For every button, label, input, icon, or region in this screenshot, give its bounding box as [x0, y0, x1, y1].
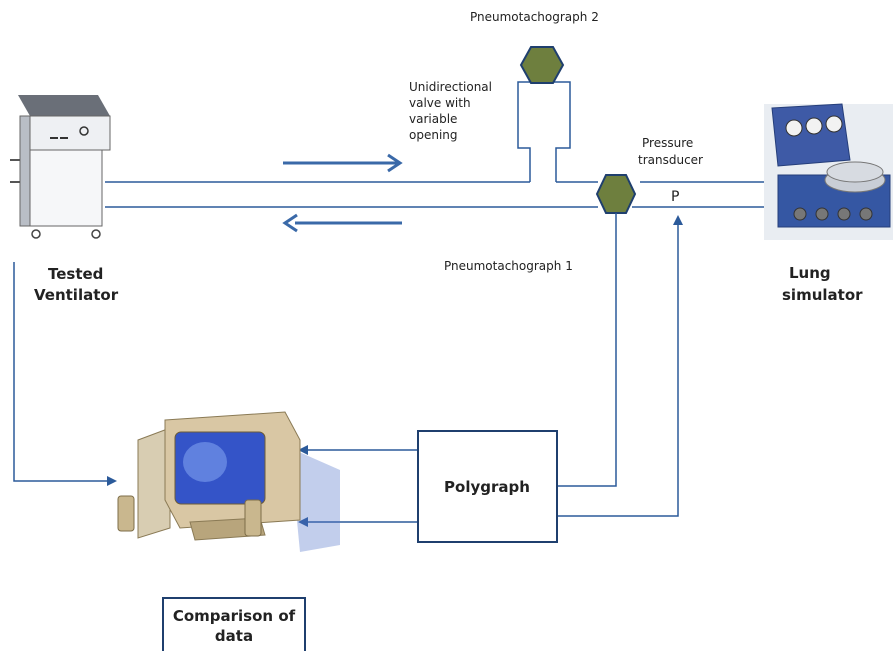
- pressure-label-line2: transducer: [638, 153, 703, 167]
- ventilator-illustration: [10, 95, 111, 239]
- comparison-label-line2: data: [215, 627, 253, 645]
- valve-label-line1: Unidirectional: [409, 80, 492, 94]
- signal-lines: [13, 213, 683, 527]
- flow-arrows: [282, 153, 403, 233]
- pressure-label-line1: Pressure: [642, 136, 693, 150]
- pneumotachograph-2-icon: [519, 46, 565, 84]
- valve-label-line3: variable: [409, 112, 457, 126]
- comparison-label-line1: Comparison of: [173, 607, 296, 625]
- comparison-box: [162, 597, 306, 651]
- valve-label-line2: valve with: [409, 96, 471, 110]
- ventilator-label-line2: Ventilator: [34, 286, 119, 304]
- pressure-symbol: P: [671, 189, 679, 205]
- pneumotachograph-1-icon: [595, 174, 637, 214]
- circuit-lines: [105, 81, 770, 208]
- lung-label-line2: simulator: [782, 286, 863, 304]
- lung-label-line1: Lung: [789, 264, 831, 282]
- polygraph-label: Polygraph: [444, 478, 530, 496]
- pneumotachograph-1-label: Pneumotachograph 1: [444, 259, 573, 273]
- lung-simulator-illustration: [764, 103, 893, 240]
- polygraph-box: [417, 430, 558, 543]
- computer-illustration: [117, 411, 340, 552]
- valve-label-line4: opening: [409, 128, 458, 142]
- ventilator-label-line1: Tested: [48, 265, 103, 283]
- pneumotachograph-2-label: Pneumotachograph 2: [470, 10, 599, 24]
